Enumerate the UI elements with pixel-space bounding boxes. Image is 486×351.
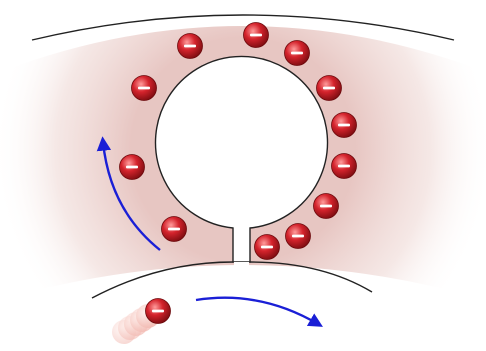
negative-charge-icon <box>314 194 339 219</box>
minus-sign-icon <box>291 52 303 55</box>
negative-charge-icon <box>332 113 357 138</box>
minus-sign-icon <box>184 45 196 48</box>
minus-sign-icon <box>323 87 335 90</box>
negative-charge-icon <box>332 154 357 179</box>
negative-charge-icon <box>120 155 145 180</box>
negative-charge-icon <box>132 76 157 101</box>
minus-sign-icon <box>168 228 180 231</box>
minus-sign-icon <box>152 310 164 313</box>
minus-sign-icon <box>126 166 138 169</box>
negative-charge-icon <box>178 34 203 59</box>
minus-sign-icon <box>138 87 150 90</box>
minus-sign-icon <box>320 205 332 208</box>
negative-charge-icon <box>317 76 342 101</box>
negative-charge-icon <box>255 235 280 260</box>
negative-charge-icon <box>244 23 269 48</box>
negative-charge-icon <box>162 217 187 242</box>
minus-sign-icon <box>292 235 304 238</box>
negative-charge-icon <box>285 41 310 66</box>
minus-sign-icon <box>338 124 350 127</box>
minus-sign-icon <box>250 34 262 37</box>
negative-charge-icon <box>286 224 311 249</box>
curved-arrow-icon <box>196 298 318 324</box>
minus-sign-icon <box>261 246 273 249</box>
minus-sign-icon <box>338 165 350 168</box>
incoming-negative-charge-icon <box>146 299 171 324</box>
